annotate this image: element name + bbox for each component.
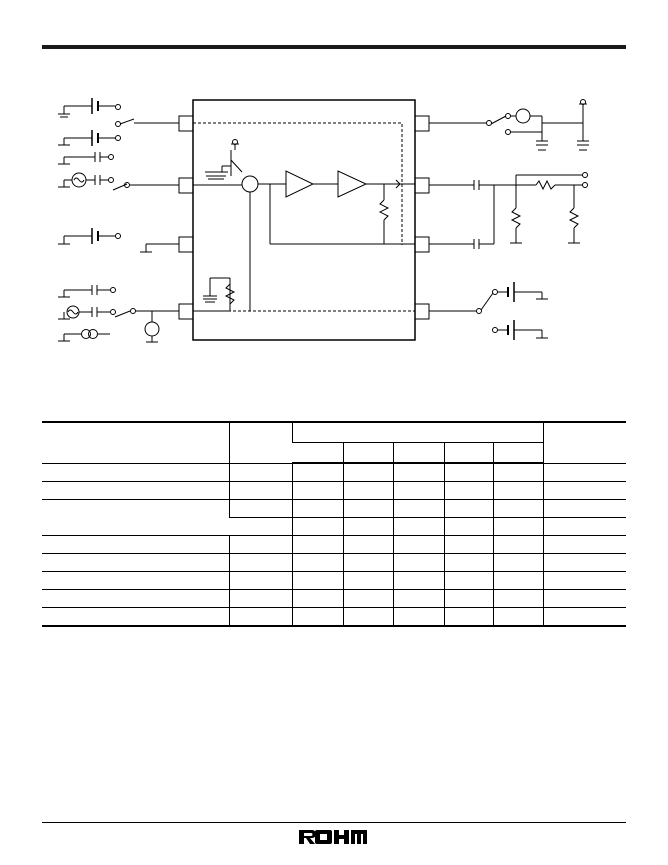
internal-resistor (378, 199, 390, 221)
pin-7 (414, 177, 430, 194)
footer-rule (42, 822, 626, 823)
condition-col-5 (492, 442, 544, 464)
condition-col-2 (342, 442, 393, 464)
load-resistor (535, 179, 556, 191)
summing-node (241, 175, 259, 193)
table-row (42, 535, 627, 554)
table-row (42, 553, 627, 572)
unit-header-cell (542, 421, 627, 464)
internal-dashed-line (193, 122, 403, 245)
measurement-circuit-diagram (58, 98, 589, 343)
pin-1 (178, 115, 194, 132)
table-row (42, 463, 627, 482)
symbol-header-cell (228, 421, 292, 464)
current-meter (144, 321, 160, 337)
ic-body (192, 99, 416, 341)
amplifier-2 (337, 170, 368, 198)
pin-6 (414, 236, 430, 253)
condition-col-3 (392, 442, 444, 464)
pin-2 (178, 177, 194, 194)
condition-col-4 (443, 442, 493, 464)
voltmeter (515, 108, 531, 124)
parameter-header-cell (42, 421, 229, 464)
rohm-logo (299, 830, 367, 844)
header-rule (42, 45, 626, 49)
condition-col-1 (292, 442, 343, 464)
amplifier-1 (285, 170, 315, 198)
table-row (42, 517, 627, 536)
pin-3 (178, 236, 194, 253)
table-row (42, 607, 627, 627)
pin-8 (414, 115, 430, 132)
table-row (42, 499, 627, 536)
table-row (42, 571, 627, 590)
pin-5 (414, 303, 430, 320)
conditions-header-cell (291, 421, 544, 443)
characteristics-table (42, 421, 627, 627)
table-row (42, 481, 627, 500)
pin-4 (178, 303, 194, 320)
table-row (42, 589, 627, 608)
